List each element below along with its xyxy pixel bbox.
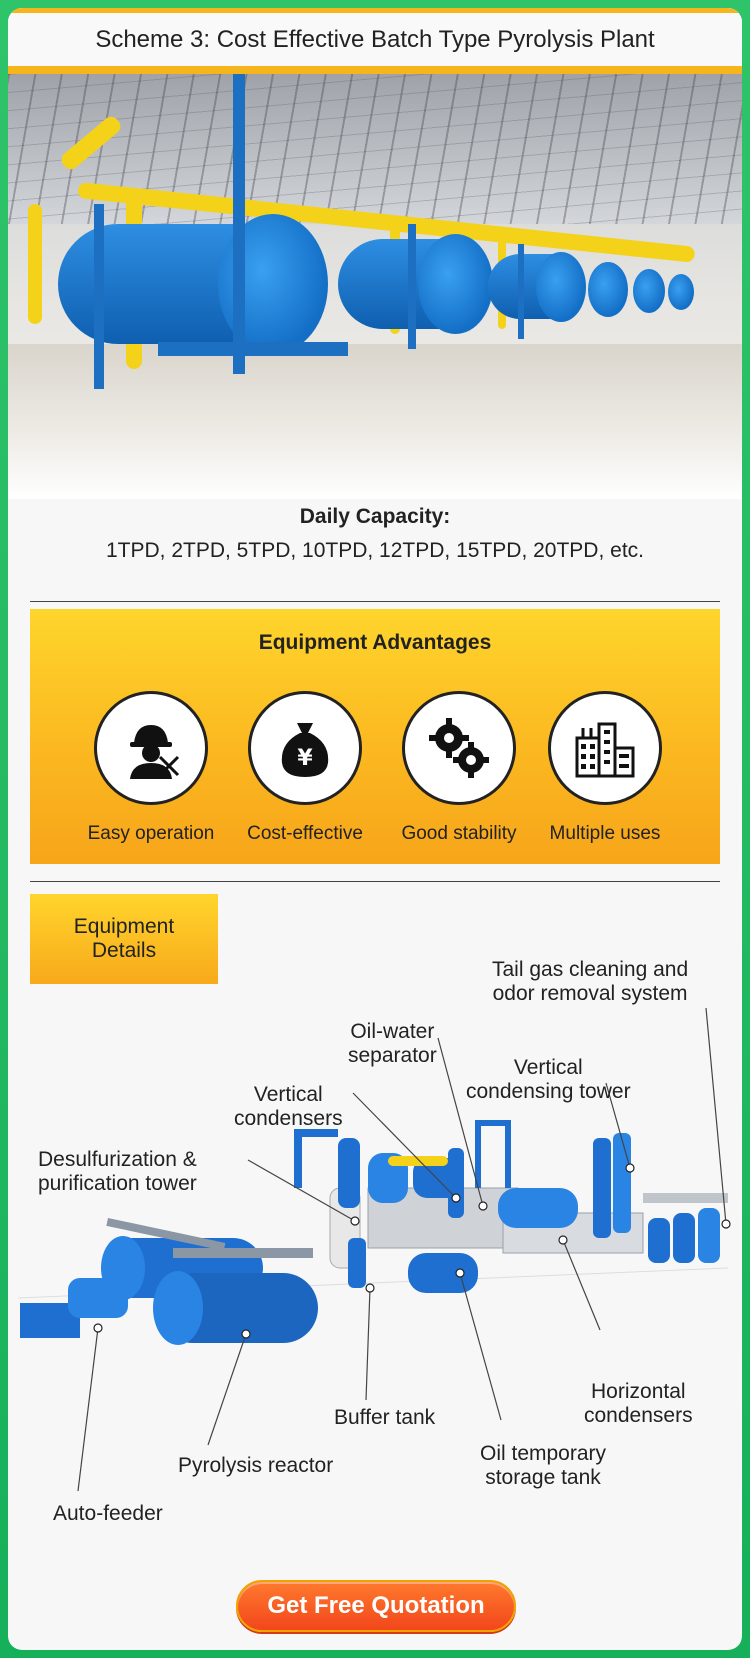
advantage-item: Multiple uses <box>530 691 680 845</box>
details-tag: Equipment Details <box>30 894 218 984</box>
reactor-end <box>668 274 694 310</box>
capacity-label: Daily Capacity: <box>299 505 451 528</box>
callout-pyrolysis-reactor: Pyrolysis reactor <box>178 1454 334 1477</box>
advantages-title: Equipment Advantages <box>258 631 492 654</box>
equipment-diagram: Tail gas cleaning and odor removal syste… <box>8 958 742 1548</box>
advantage-label: Easy operation <box>87 823 215 844</box>
plant-photo <box>8 74 742 499</box>
callout-oil-storage-tank: Oil temporary storage tank <box>480 1442 607 1490</box>
gears-icon <box>402 691 516 805</box>
floor <box>8 344 742 499</box>
advantages-section: Equipment Advantages Easy operation <box>30 609 720 864</box>
details-tag-label: Equipment Details <box>73 914 175 962</box>
callout-buffer-tank: Buffer tank <box>334 1406 436 1429</box>
divider <box>30 881 720 882</box>
page-title: Scheme 3: Cost Effective Batch Type Pyro… <box>8 8 742 74</box>
advantage-item: Easy operation <box>76 691 226 845</box>
callout-desulfurization: Desulfurization & purification tower <box>38 1148 197 1196</box>
advantage-label: Cost-effective <box>247 823 363 844</box>
worker-tools-icon <box>94 691 208 805</box>
callout-horizontal-condensers: Horizontal condensers <box>584 1380 693 1428</box>
get-quotation-button[interactable]: Get Free Quotation <box>236 1580 516 1632</box>
advantage-item: ¥ Cost-effective <box>230 691 380 845</box>
reactor-end <box>633 269 665 313</box>
steel-pillar <box>233 74 245 374</box>
reactor-end <box>588 262 628 317</box>
callout-tail-gas: Tail gas cleaning and odor removal syste… <box>492 958 689 1006</box>
callout-auto-feeder: Auto-feeder <box>53 1502 163 1525</box>
capacity-values: 1TPD, 2TPD, 5TPD, 10TPD, 12TPD, 15TPD, 2… <box>105 539 644 562</box>
reactor-end <box>418 234 493 334</box>
advantage-item: Good stability <box>384 691 534 845</box>
callout-oil-water-separator: Oil-water separator <box>348 1020 437 1068</box>
divider <box>30 601 720 602</box>
callout-vertical-condensing-tower: Vertical condensing tower <box>466 1056 631 1104</box>
steel-pillar <box>408 224 416 349</box>
callout-vertical-condensers: Vertical condensers <box>234 1083 343 1131</box>
money-bag-icon: ¥ <box>248 691 362 805</box>
yellow-pipe <box>28 204 42 324</box>
steel-pillar <box>94 204 104 389</box>
base-frame <box>158 342 348 356</box>
reactor-end <box>536 252 586 322</box>
factory-buildings-icon <box>548 691 662 805</box>
svg-text:¥: ¥ <box>297 746 313 771</box>
advantage-label: Good stability <box>401 823 517 844</box>
steel-pillar <box>518 244 524 339</box>
plant-diagram-drawing <box>17 1007 731 1492</box>
content-panel: Scheme 3: Cost Effective Batch Type Pyro… <box>8 8 742 1650</box>
advantage-label: Multiple uses <box>549 823 661 844</box>
